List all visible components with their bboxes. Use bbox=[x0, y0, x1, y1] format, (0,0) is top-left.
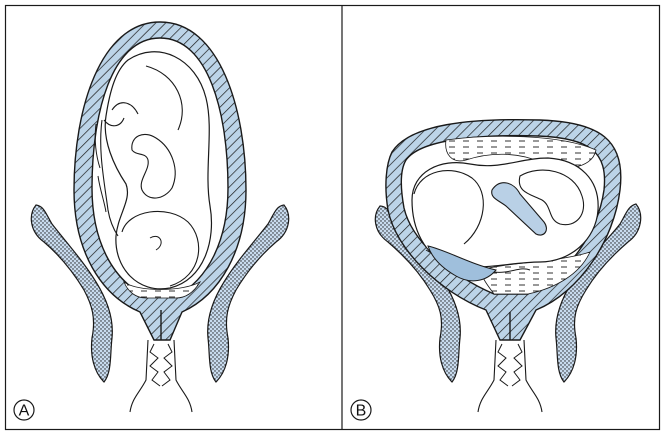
panel-a-label: A bbox=[19, 403, 30, 420]
panel-b-label: B bbox=[356, 403, 367, 420]
vaginal-canal-a bbox=[150, 344, 172, 386]
panel-b: B bbox=[351, 120, 641, 420]
pelvic-bone-right-a bbox=[208, 205, 289, 382]
vaginal-canal-b bbox=[498, 344, 522, 386]
cervix-a bbox=[130, 340, 192, 412]
pelvic-bone-left-a bbox=[31, 205, 112, 382]
cervix-b bbox=[478, 340, 542, 412]
panel-a: A bbox=[14, 22, 289, 420]
